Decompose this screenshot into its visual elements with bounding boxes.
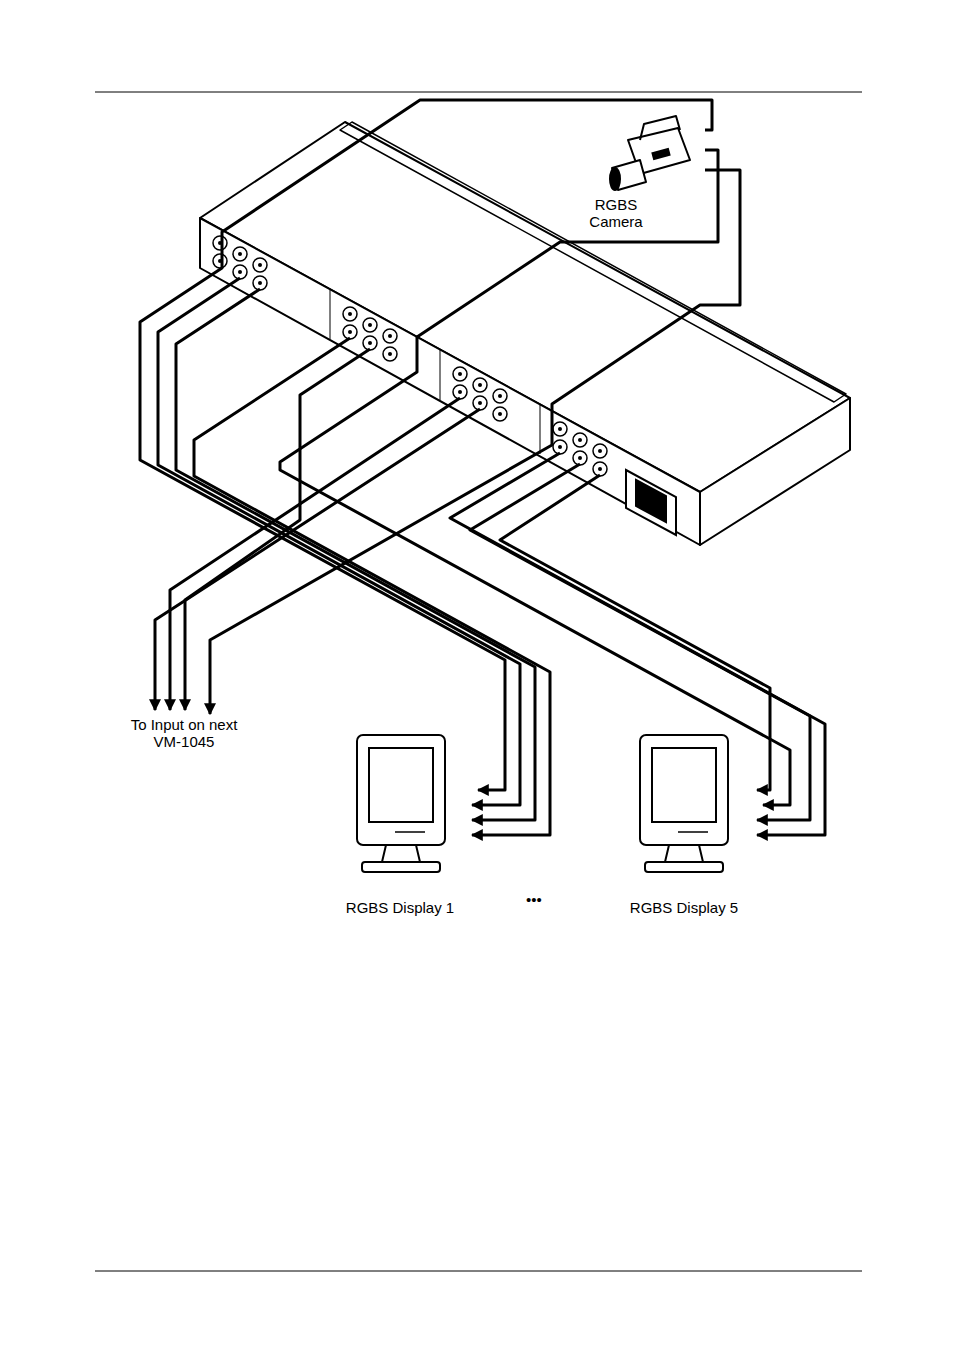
camera-node: RGBS Camera	[560, 106, 705, 232]
signal-cable	[280, 150, 790, 805]
display-node: RGBS Display 1	[330, 728, 478, 918]
footer-rule	[95, 1271, 862, 1272]
header-rule	[95, 92, 862, 93]
node-label: RGBS Display 5	[613, 899, 755, 916]
cable	[155, 278, 825, 835]
node-label: To Input on next VM-1045	[130, 716, 238, 750]
device-housing	[200, 122, 850, 545]
camera-icon	[610, 116, 690, 190]
power-inlet	[626, 470, 676, 535]
signal-cable	[210, 170, 740, 714]
destination-node: To Input on next VM-1045	[118, 714, 250, 754]
bnc-connectors	[213, 236, 607, 476]
monitor-icon	[640, 735, 728, 872]
signal-cable	[140, 100, 712, 790]
bnc-pins	[218, 241, 602, 471]
continuation-dots: •••	[526, 891, 542, 908]
node-label: RGBS Camera	[580, 196, 652, 230]
monitor-icon	[357, 735, 445, 872]
display-node: RGBS Display 5	[613, 728, 763, 918]
node-label: RGBS Display 1	[330, 899, 470, 916]
